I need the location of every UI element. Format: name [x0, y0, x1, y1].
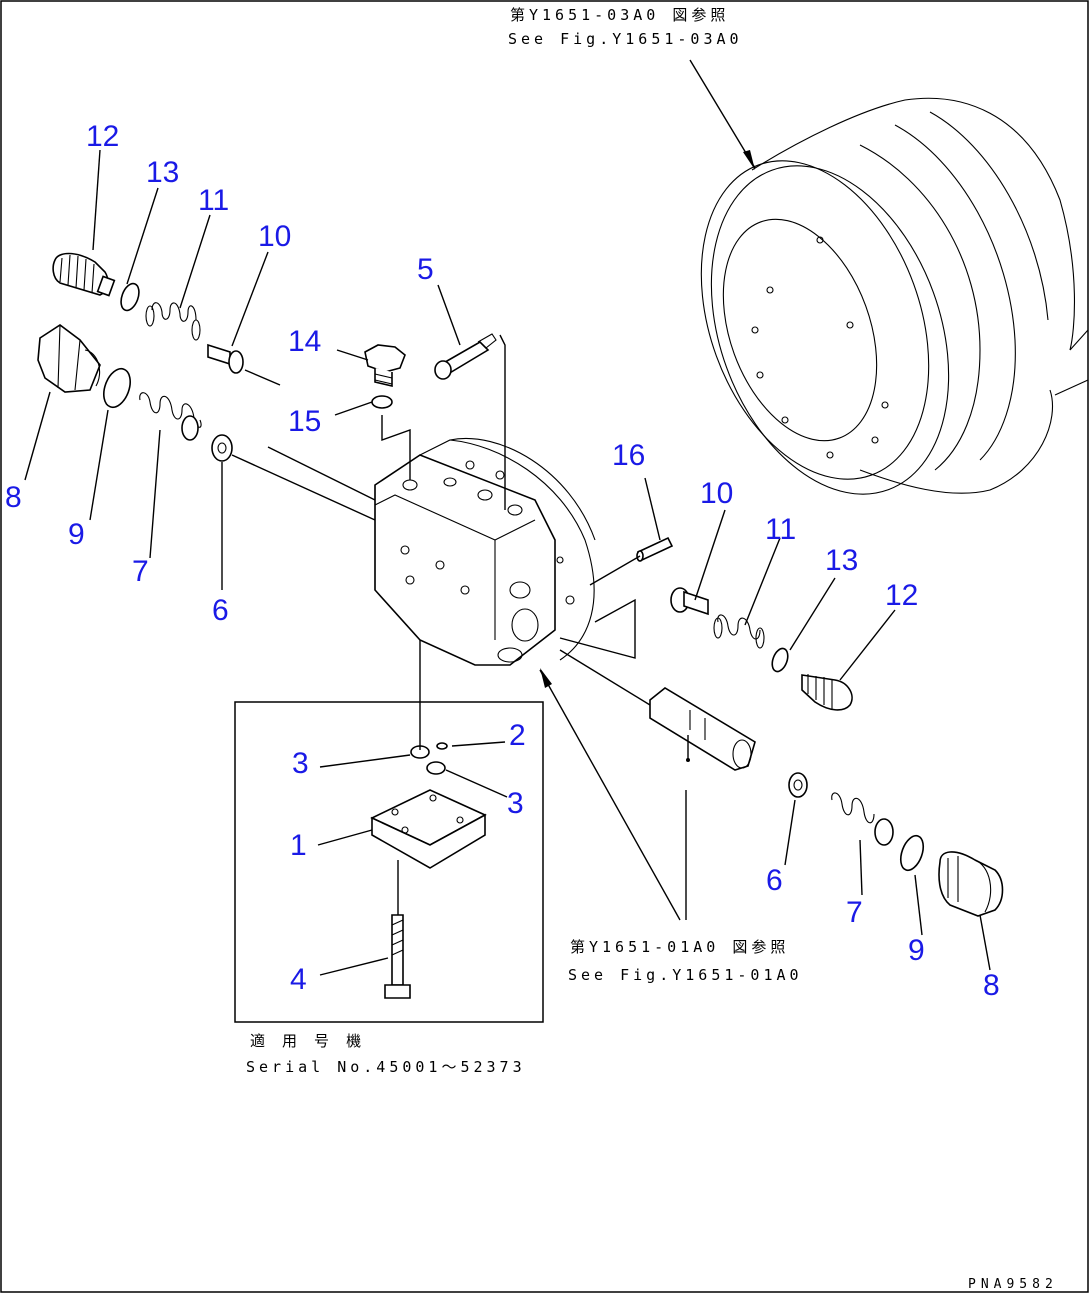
spring-7-left	[139, 392, 202, 441]
callout-5: 5	[417, 253, 434, 286]
callout-1: 1	[290, 829, 307, 862]
spool	[649, 687, 756, 771]
callout-2: 2	[509, 719, 526, 752]
callout-10-left: 10	[258, 220, 291, 253]
o-ring	[426, 761, 446, 775]
callout-9-left: 9	[68, 518, 85, 551]
callout-8-left: 8	[5, 481, 22, 514]
o-ring-small	[436, 742, 448, 750]
cover-plate	[370, 789, 487, 869]
callout-6-left: 6	[212, 594, 229, 627]
mid-ref-jp: 第Y1651-01A0 図参照	[570, 938, 789, 956]
plug-8-right	[938, 851, 1004, 917]
serial-label-jp: 適 用 号 機	[250, 1032, 365, 1050]
o-ring-13-right	[771, 647, 789, 673]
callout-12-left: 12	[86, 120, 119, 153]
callout-10-right: 10	[700, 477, 733, 510]
final-drive-housing	[689, 59, 1089, 495]
callout-14: 14	[288, 325, 321, 358]
valve-body	[374, 438, 596, 666]
seat-6-right	[788, 772, 808, 798]
callout-6-right: 6	[766, 864, 783, 897]
callout-7-right: 7	[846, 896, 863, 929]
callout-4: 4	[290, 963, 307, 996]
spring-11-right	[713, 614, 765, 649]
callout-13-right: 13	[825, 544, 858, 577]
serial-range: Serial No.45001～52373	[246, 1058, 526, 1076]
drawing-code: PNA9582	[968, 1277, 1058, 1292]
o-ring-15	[371, 395, 393, 409]
callout-11-left: 11	[198, 184, 229, 217]
spring-7-right	[831, 792, 894, 846]
pin-16	[636, 536, 674, 562]
serial-range-inset	[234, 701, 544, 1023]
valve-5	[434, 333, 497, 380]
poppet-10-left	[207, 343, 244, 374]
seat-6-left	[211, 434, 233, 462]
callout-9-right: 9	[908, 934, 925, 967]
o-ring-13-left	[120, 282, 140, 312]
callout-16: 16	[612, 439, 645, 472]
mid-ref-en: See Fig.Y1651-01A0	[568, 966, 803, 984]
callout-numbers: 12 13 11 10 5 14 15 8 9 7 6 16 10 11 13 …	[5, 120, 1000, 1002]
callout-11-right: 11	[765, 513, 796, 546]
poppet-10-right	[670, 587, 709, 616]
callout-13-left: 13	[146, 156, 179, 189]
plug-14	[364, 344, 406, 388]
callout-12-right: 12	[885, 579, 918, 612]
top-ref-en: See Fig.Y1651-03A0	[508, 30, 743, 48]
callout-8-right: 8	[983, 969, 1000, 1002]
leader-lines	[24, 149, 991, 976]
callout-7-left: 7	[132, 555, 149, 588]
plug-12-left	[52, 252, 116, 297]
callout-3-lower: 3	[507, 787, 524, 820]
bolt	[384, 914, 411, 999]
o-ring-9-left	[103, 367, 131, 409]
plug-8-left	[37, 324, 101, 393]
callout-3-upper: 3	[292, 747, 309, 780]
top-ref-jp: 第Y1651-03A0 図参照	[510, 6, 729, 24]
spring-11-left	[145, 302, 201, 341]
plug-12-right	[801, 674, 853, 711]
callout-15: 15	[288, 405, 321, 438]
o-ring-9-right	[899, 834, 925, 872]
